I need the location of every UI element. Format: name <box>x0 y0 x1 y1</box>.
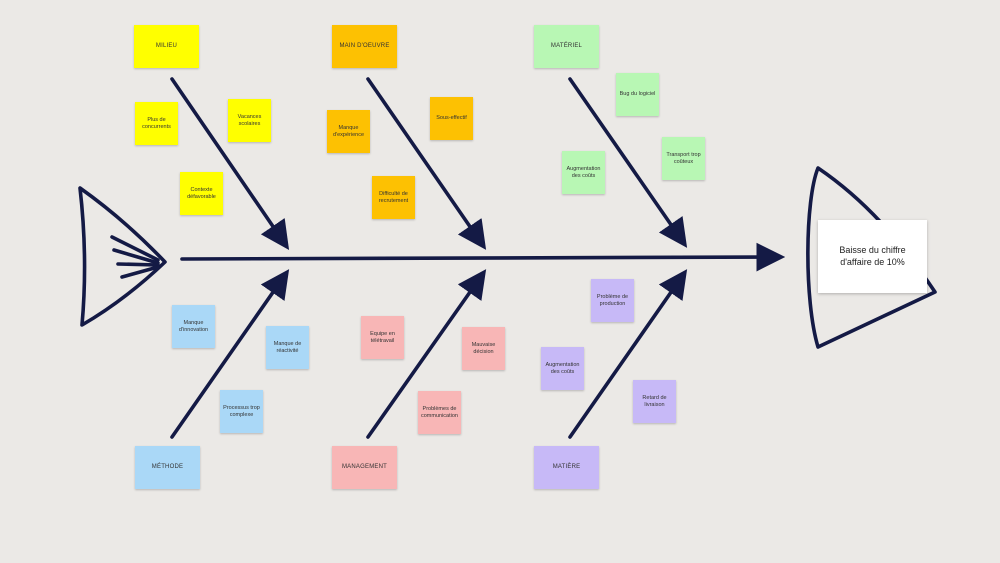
cause-note[interactable]: Augmentation des coûts <box>562 151 605 194</box>
cause-note[interactable]: Problèmes de communication <box>418 391 461 434</box>
category-main-oeuvre[interactable]: MAIN D'OEUVRE <box>332 25 397 68</box>
cause-note[interactable]: Manque d'expérience <box>327 110 370 153</box>
cause-note[interactable]: Plus de concurrents <box>135 102 178 145</box>
cause-note[interactable]: Vacances scolaires <box>228 99 271 142</box>
cause-note[interactable]: Contexte défavorable <box>180 172 223 215</box>
cause-note[interactable]: Processus trop complexe <box>220 390 263 433</box>
tail-stroke <box>110 235 160 262</box>
cause-note[interactable]: Sous-effectif <box>430 97 473 140</box>
category-management[interactable]: MANAGEMENT <box>332 446 397 489</box>
fish-spine <box>180 242 786 272</box>
category-milieu[interactable]: MILIEU <box>134 25 199 68</box>
cause-note[interactable]: Mauvaise décision <box>462 327 505 370</box>
bone-materiel <box>568 77 688 248</box>
effect-box[interactable]: Baisse du chiffre d'affaire de 10% <box>818 220 927 293</box>
bone-methode <box>170 269 290 439</box>
tail-stroke <box>120 265 160 279</box>
cause-note[interactable]: Bug du logiciel <box>616 73 659 116</box>
tail-stroke <box>116 262 160 267</box>
category-matiere[interactable]: MATIÈRE <box>534 446 599 489</box>
cause-note[interactable]: Retard de livraison <box>633 380 676 423</box>
cause-note[interactable]: Manque de réactivité <box>266 326 309 369</box>
cause-note[interactable]: Manque d'innovation <box>172 305 215 348</box>
cause-note[interactable]: Augmentation des coûts <box>541 347 584 390</box>
fish-tail <box>78 186 167 327</box>
fish-head <box>806 166 937 349</box>
category-methode[interactable]: MÉTHODE <box>135 446 200 489</box>
cause-note[interactable]: Difficulté de recrutement <box>372 176 415 219</box>
bone-matiere <box>568 269 688 439</box>
cause-note[interactable]: Problème de production <box>591 279 634 322</box>
cause-note[interactable]: Transport trop coûteux <box>662 137 705 180</box>
bone-milieu <box>170 77 290 250</box>
bone-main-oeuvre <box>366 77 487 250</box>
tail-stroke <box>112 248 160 265</box>
category-materiel[interactable]: MATÉRIEL <box>534 25 599 68</box>
bone-management <box>366 269 487 439</box>
cause-note[interactable]: Equipe en télétravail <box>361 316 404 359</box>
